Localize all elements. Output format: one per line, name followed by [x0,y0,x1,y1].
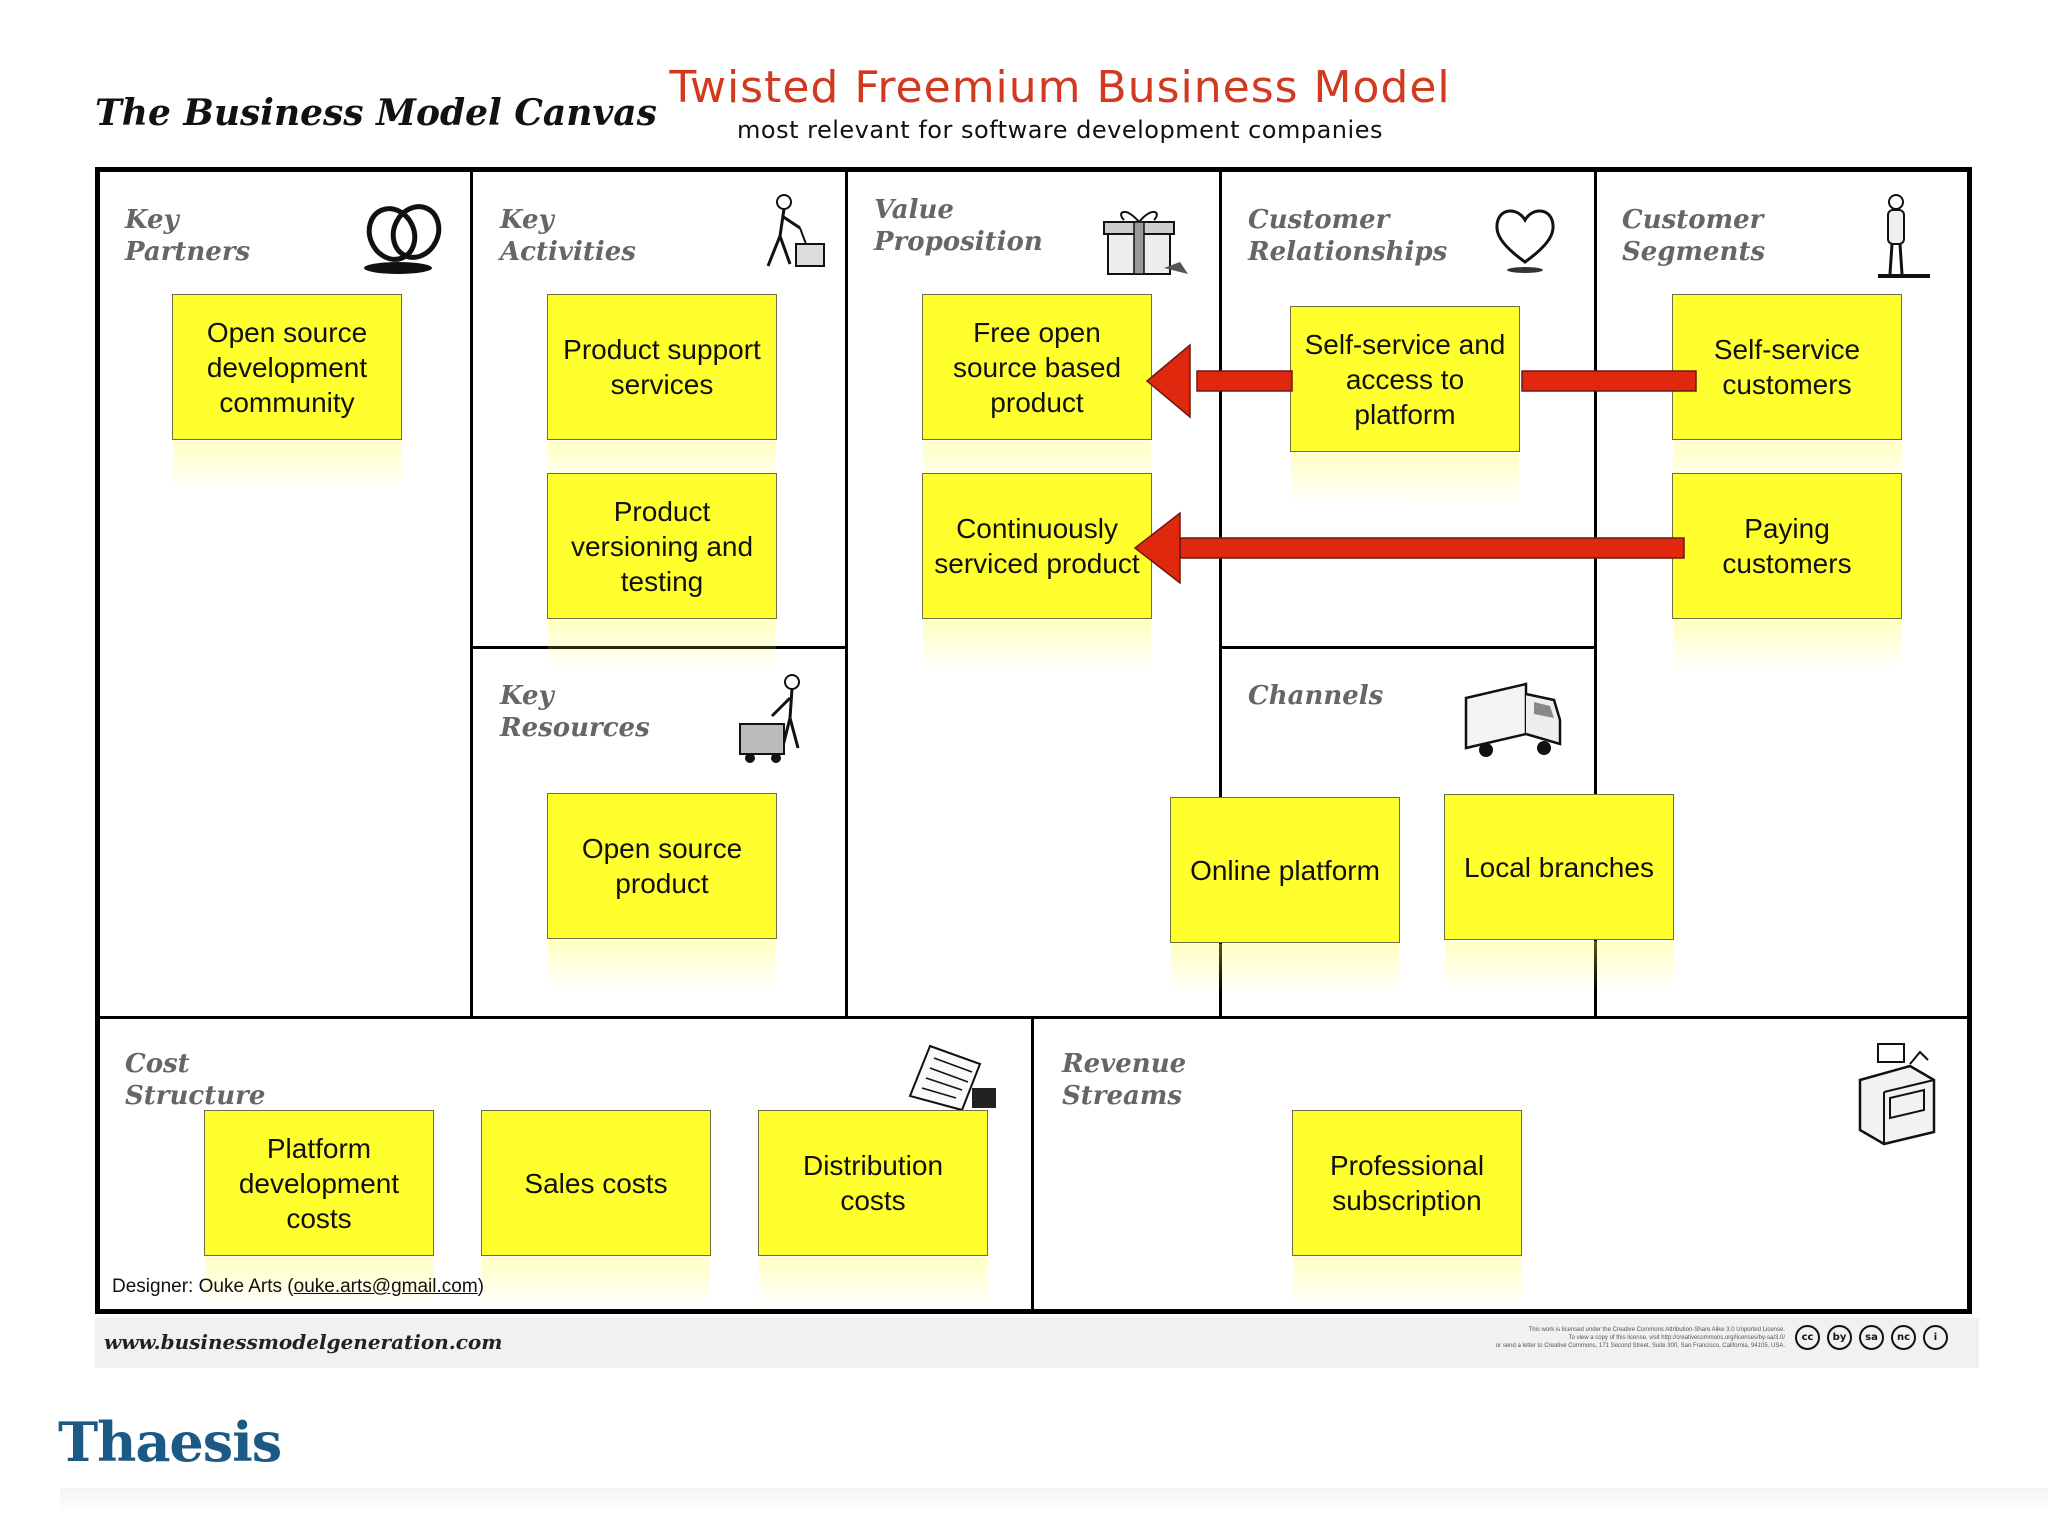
note-open-source-community: Open source development community [172,294,402,491]
footer-bar [95,1318,1979,1368]
arrow-paying-to-continuous-product [1133,511,1685,585]
divider [1594,170,1597,1018]
rings-icon [364,204,442,274]
model-title: Twisted Freemium Business Model [669,62,1451,113]
note-platform-costs: Platform development costs [204,1110,434,1307]
divider [1031,1016,1034,1311]
block-label-key-activities: Key Activities [500,205,636,267]
designer-email-link[interactable]: ouke.arts@gmail.com [293,1276,478,1297]
divider [470,170,473,1018]
cc-info-icon: i [1923,1325,1948,1350]
block-label-key-resources: Key Resources [500,681,650,743]
designer-suffix: ) [477,1276,484,1297]
license-line: This work is licensed under the Creative… [1528,1327,1785,1333]
note-open-source-product: Open source product [547,793,777,990]
footer-url-link[interactable]: www.businessmodelgeneration.com [104,1330,503,1354]
cc-nc-icon: nc [1891,1325,1916,1350]
license-line: or send a letter to Creative Commons, 17… [1495,1343,1785,1349]
block-label-key-partners: Key Partners [125,205,251,267]
worker-pushing-icon [766,194,825,267]
cc-icon: cc [1795,1325,1820,1350]
cash-register-icon [1858,1043,1936,1146]
arrow-self-service-to-free-product [1145,343,1697,419]
note-local-branches: Local branches [1444,794,1674,991]
block-label-customer-relationships: Customer Relationships [1248,205,1448,267]
note-product-versioning: Product versioning and testing [547,473,777,670]
cc-icons: cc by sa nc i [1795,1325,1948,1350]
canvas-title: The Business Model Canvas [95,92,657,134]
block-label-value-proposition: Value Proposition [874,195,1043,257]
note-online-platform: Online platform [1170,797,1400,994]
logo-shadow [60,1488,2048,1514]
block-label-revenue-streams: Revenue Streams [1062,1049,1187,1111]
cc-sa-icon: sa [1859,1325,1884,1350]
canvas-frame [95,167,1972,1314]
truck-icon [1464,682,1562,757]
gift-box-icon [1103,211,1188,275]
block-label-channels: Channels [1248,681,1384,711]
note-free-product: Free open source based product [922,294,1152,491]
person-icon [1878,194,1930,278]
divider [1219,646,1597,649]
divider [470,646,848,649]
divider [845,170,848,1018]
designer-credit: Designer: Ouke Arts (ouke.arts@gmail.com… [112,1276,484,1298]
note-sales-costs: Sales costs [481,1110,711,1307]
license-line: To view a copy of this license, visit ht… [1568,1335,1785,1341]
license-text: This work is licensed under the Creative… [1455,1326,1785,1350]
block-label-cost-structure: Cost Structure [125,1049,266,1111]
note-continuous-product: Continuously serviced product [922,473,1152,670]
worker-cart-icon [739,674,800,763]
heart-icon [1495,209,1555,273]
cc-by-icon: by [1827,1325,1852,1350]
note-professional-subscription: Professional subscription [1292,1110,1522,1307]
note-self-service-platform: Self-service and access to platform [1290,306,1520,503]
model-subtitle: most relevant for software development c… [737,116,1383,144]
thaesis-logo: Thaesis [58,1410,282,1474]
designer-prefix: Designer: Ouke Arts ( [112,1276,294,1297]
block-label-customer-segments: Customer Segments [1622,205,1766,267]
note-distribution-costs: Distribution costs [758,1110,988,1307]
divider [98,1016,1970,1019]
divider [1219,170,1222,1018]
